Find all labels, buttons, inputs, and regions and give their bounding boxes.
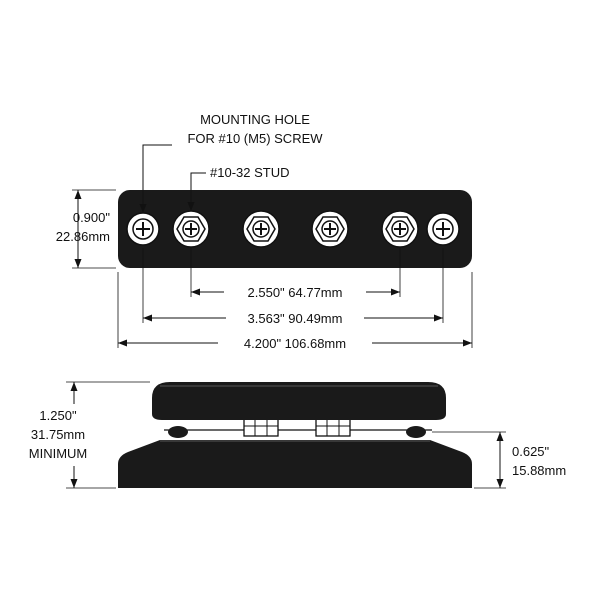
total-height-dimension: 1.250" 31.75mm MINIMUM	[29, 381, 150, 489]
stud-2	[242, 210, 280, 248]
stud-span-dimension: 2.550" 64.77mm	[191, 285, 400, 300]
mounting-hole-label-line1: MOUNTING HOLE	[200, 112, 310, 127]
total-height-in-label: 1.250"	[39, 408, 77, 423]
mounting-hole-right	[426, 212, 460, 246]
side-view: 1.250" 31.75mm MINIMUM 0.625" 15.88mm	[29, 381, 566, 489]
overall-length-dimension: 4.200" 106.68mm	[118, 336, 472, 351]
total-height-mm-label: 31.75mm	[31, 427, 85, 442]
stud-callout: #10-32 STUD	[187, 165, 289, 211]
stud-span-label: 2.550" 64.77mm	[248, 285, 343, 300]
bus-bar-body	[118, 190, 472, 268]
height-in-label: 0.900"	[73, 210, 111, 225]
stud-1	[172, 210, 210, 248]
bus-bar-base	[118, 440, 472, 488]
height-dimension: 0.900" 22.86mm	[56, 189, 116, 269]
total-height-note-label: MINIMUM	[29, 446, 88, 461]
hole-span-dimension: 3.563" 90.49mm	[143, 311, 443, 326]
mounting-hole-callout: MOUNTING HOLE FOR #10 (M5) SCREW	[139, 112, 323, 213]
hole-span-label: 3.563" 90.49mm	[248, 311, 343, 326]
stud-3	[311, 210, 349, 248]
mounting-hole-left	[126, 212, 160, 246]
stud-4	[381, 210, 419, 248]
overall-length-label: 4.200" 106.68mm	[244, 336, 346, 351]
mounting-hole-label-line2: FOR #10 (M5) SCREW	[187, 131, 323, 146]
base-height-dimension: 0.625" 15.88mm	[432, 431, 566, 489]
top-view: MOUNTING HOLE FOR #10 (M5) SCREW #10-32 …	[56, 112, 473, 351]
bus-bar-cover	[152, 382, 446, 420]
base-height-mm-label: 15.88mm	[512, 463, 566, 478]
stud-label: #10-32 STUD	[210, 165, 289, 180]
height-mm-label: 22.86mm	[56, 229, 110, 244]
base-height-in-label: 0.625"	[512, 444, 550, 459]
